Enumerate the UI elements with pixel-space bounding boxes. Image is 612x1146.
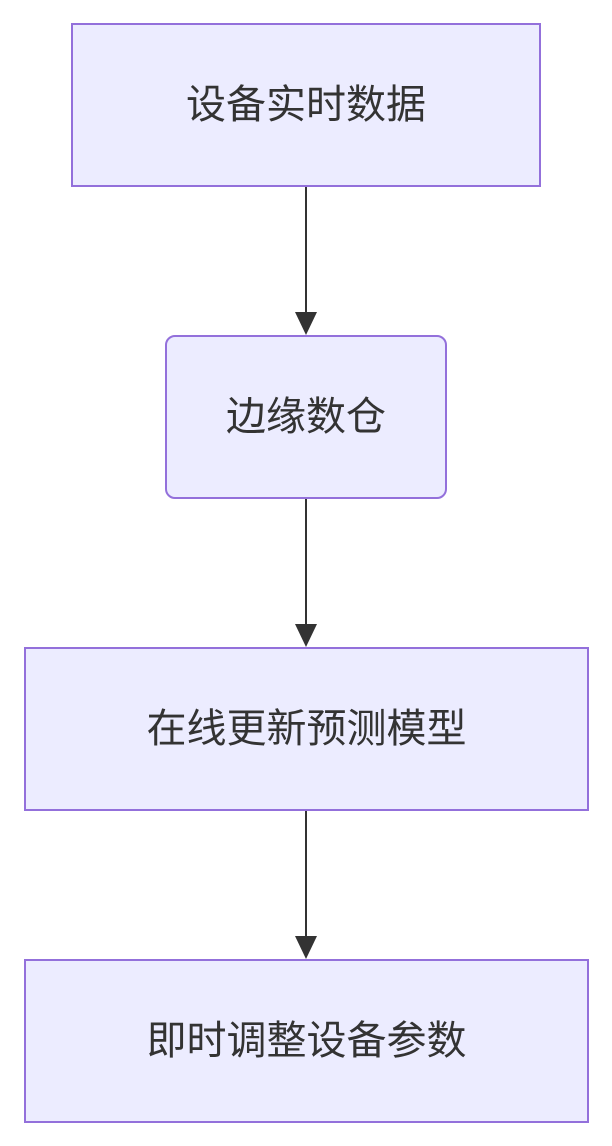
edge-b-to-c bbox=[295, 499, 317, 647]
node-label: 边缘数仓 bbox=[226, 394, 386, 440]
node-adjust-device-params: 即时调整设备参数 bbox=[24, 959, 589, 1123]
node-device-realtime-data: 设备实时数据 bbox=[71, 23, 541, 187]
node-label: 在线更新预测模型 bbox=[146, 706, 467, 752]
node-edge-data-warehouse: 边缘数仓 bbox=[165, 335, 447, 499]
node-label: 即时调整设备参数 bbox=[146, 1018, 467, 1064]
edge-a-to-b bbox=[295, 187, 317, 335]
arrowhead-icon bbox=[295, 312, 317, 335]
arrowhead-icon bbox=[295, 624, 317, 647]
node-label: 设备实时数据 bbox=[186, 82, 426, 128]
edge-c-to-d bbox=[295, 811, 317, 959]
node-online-update-model: 在线更新预测模型 bbox=[24, 647, 589, 811]
arrowhead-icon bbox=[295, 936, 317, 959]
